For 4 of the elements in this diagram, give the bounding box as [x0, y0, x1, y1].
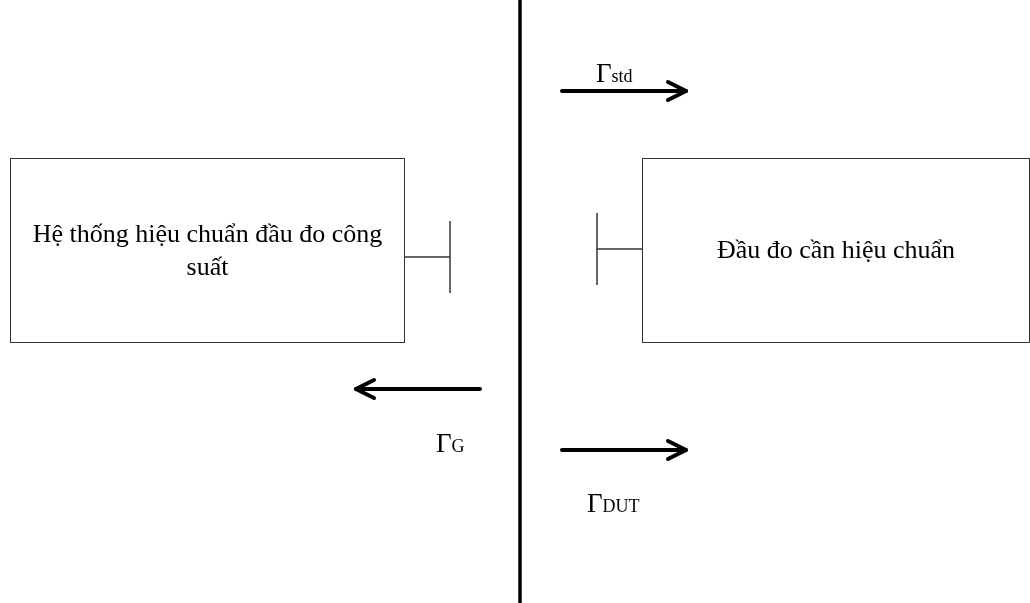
block-box — [10, 158, 405, 343]
block-label: Hệ thống hiệu chuẩn đầu đo công suất — [31, 218, 384, 283]
block-label: Đầu đo cần hiệu chuẩn — [715, 234, 957, 267]
block-box — [642, 158, 1030, 343]
